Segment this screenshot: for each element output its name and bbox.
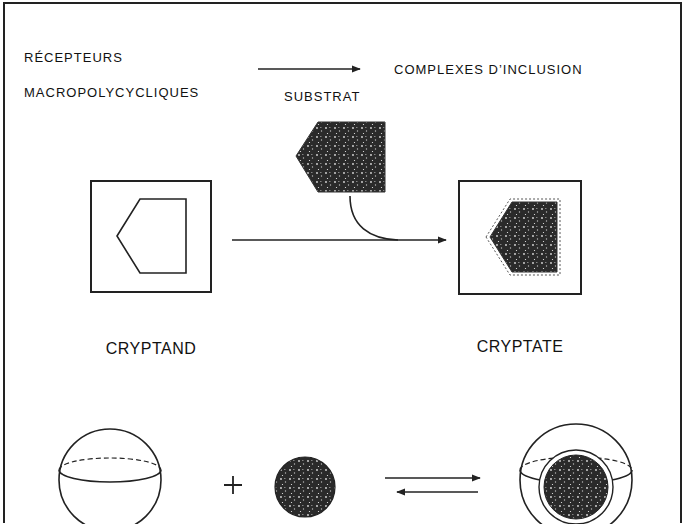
cavity-outline [486,199,560,275]
equilibrium-arrow [397,491,478,493]
guest-ball [275,457,335,517]
reaction-arrow [232,239,446,241]
bound-guest [544,455,608,519]
box-heading: CRYPTAND [106,340,197,358]
box-heading: CRYPTATE [477,338,564,356]
host-opening-back [59,458,161,470]
cavity-outline [117,199,186,273]
complex-sphere [520,424,632,524]
substrate-arrow [350,196,398,240]
host-box: CRYPTAND [90,180,212,293]
host-sphere [59,429,161,524]
bound-guest-ring [539,450,613,524]
host-opening [59,470,161,482]
equilibrium-arrow [385,477,480,479]
reaction-arrow [258,68,360,70]
plus-sign [224,476,242,494]
bound-substrate [490,202,557,272]
caption-label: RÉCEPTEURS MACROPOLYCYCLIQUES [24,40,224,110]
caption-label: COMPLEXES D’INCLUSION [394,62,583,78]
substrate [296,122,385,192]
host-box: CRYPTATE [458,180,582,295]
caption-label: SUBSTRAT [284,89,360,105]
frame [4,3,681,523]
